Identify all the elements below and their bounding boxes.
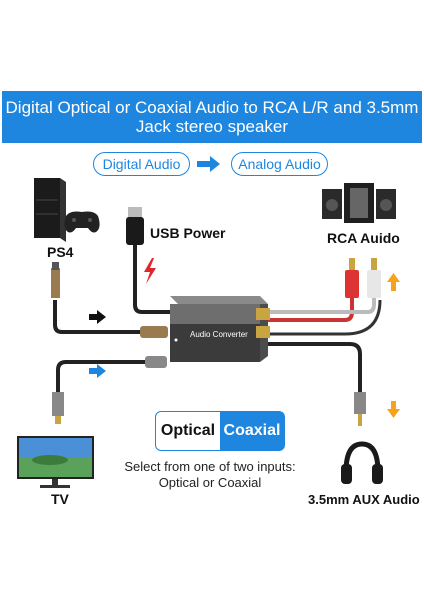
aux-down-arrow-icon <box>387 401 400 418</box>
selector-note-line-1: Select from one of two inputs: <box>124 459 296 474</box>
coaxial-cable <box>52 356 167 424</box>
tv-icon <box>17 436 94 488</box>
selector-note: Select from one of two inputs: Optical o… <box>120 459 300 491</box>
optical-cable <box>51 262 168 338</box>
rca-up-arrow-icon <box>387 273 400 291</box>
flow-arrow-icon <box>197 156 220 172</box>
speakers-icon <box>322 183 396 223</box>
coaxial-option: Coaxial <box>220 412 284 450</box>
coaxial-arrow-icon <box>89 364 106 378</box>
selector-note-line-2: Optical or Coaxial <box>158 475 262 490</box>
converter-label: Audio Converter <box>190 330 248 339</box>
gamepad-icon <box>64 211 100 233</box>
aux-cable <box>268 342 366 426</box>
ps4-label: PS4 <box>47 244 74 260</box>
optical-option: Optical <box>160 422 216 439</box>
ps4-console-icon <box>34 178 66 242</box>
rca-label: RCA Auido <box>327 230 400 246</box>
power-bolt-icon <box>144 258 156 284</box>
title-banner: Digital Optical or Coaxial Audio to RCA … <box>2 91 422 143</box>
usb-power-label: USB Power <box>150 225 226 241</box>
rca-cables <box>256 258 382 338</box>
headphones-icon <box>341 441 383 484</box>
title-line-2: Jack stereo speaker <box>135 117 289 136</box>
aux-label: 3.5mm AUX Audio <box>308 492 420 507</box>
digital-audio-pill: Digital Audio <box>93 152 190 176</box>
optical-arrow-icon <box>89 310 106 324</box>
title-line-1: Digital Optical or Coaxial Audio to RCA … <box>5 98 419 117</box>
tv-label: TV <box>51 491 69 507</box>
usb-cable <box>126 207 175 314</box>
converter-box <box>170 296 268 362</box>
input-selector: Optical Coaxial <box>155 411 285 451</box>
analog-audio-pill: Analog Audio <box>231 152 328 176</box>
